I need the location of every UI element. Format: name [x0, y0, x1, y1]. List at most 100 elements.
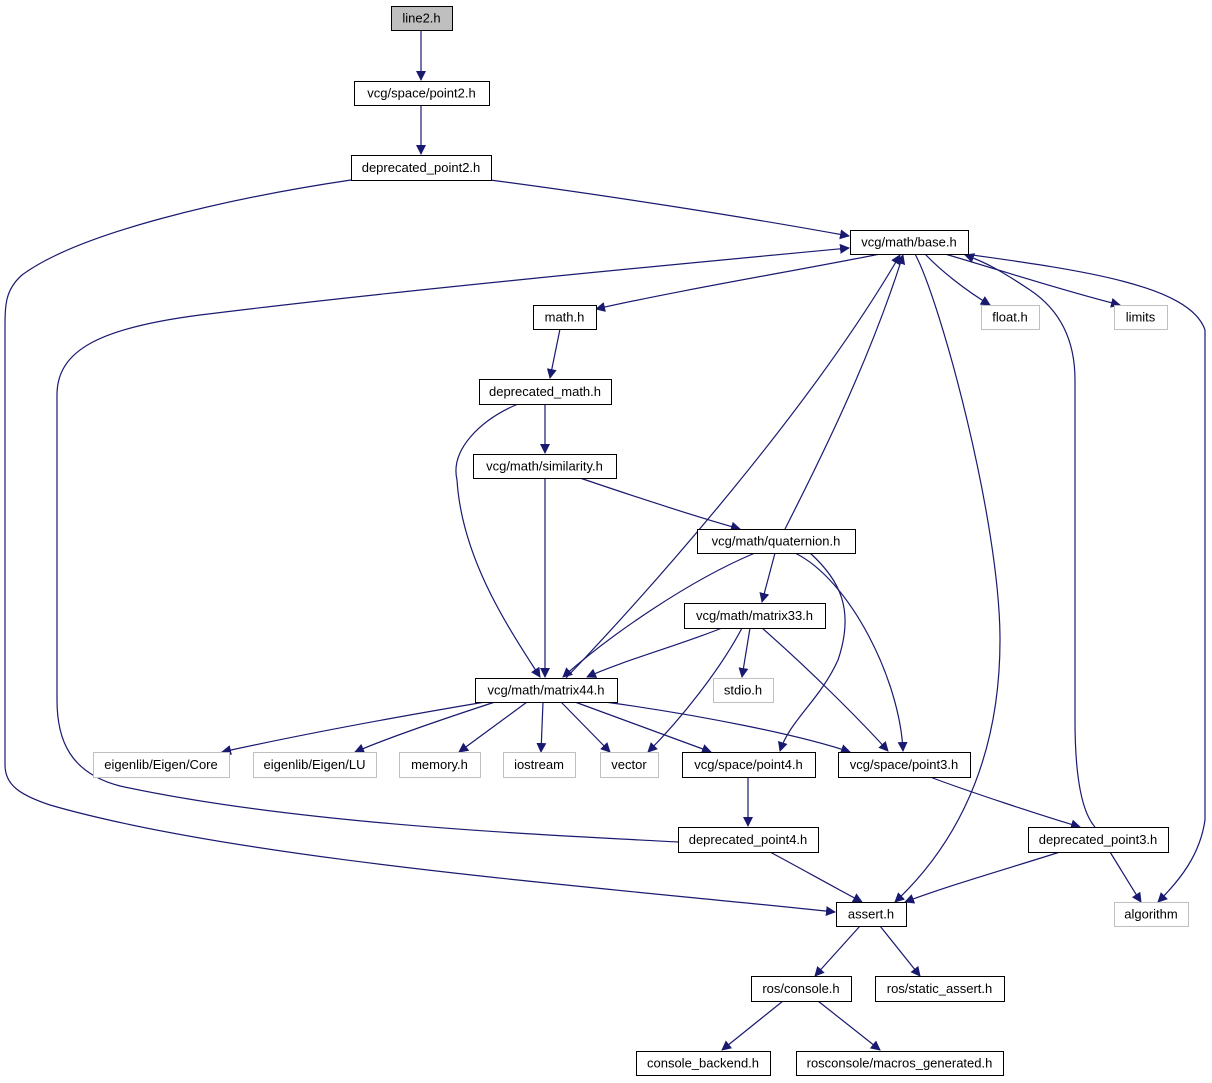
- edge-line: [814, 925, 861, 977]
- edge-line: [647, 627, 743, 753]
- edge-assert-to-static_assert: [879, 925, 921, 977]
- nodes-layer: line2.h vcg/space/point2.h deprecated_poin…: [93, 6, 1189, 1076]
- edge-matrix44-to-point4: [574, 701, 712, 754]
- node-similarity[interactable]: vcg/math/similarity.h: [473, 454, 617, 479]
- node-box: [1114, 305, 1168, 330]
- node-quaternion[interactable]: vcg/math/quaternion.h: [697, 529, 856, 554]
- edge-line: [4, 179, 836, 917]
- edge-line: [560, 701, 611, 753]
- node-box: [479, 379, 612, 405]
- node-label: line2.h: [402, 11, 440, 26]
- node-box: [684, 603, 826, 629]
- edge-quaternion-to-point4: [778, 552, 846, 752]
- node-dep-math[interactable]: deprecated_math.h: [479, 379, 612, 405]
- node-point4[interactable]: vcg/space/point4.h: [682, 752, 816, 778]
- edge-quaternion-to-matrix33: [759, 552, 776, 603]
- node-label: ros/console.h: [762, 981, 839, 996]
- node-box: [636, 1051, 771, 1076]
- node-box: [836, 902, 907, 927]
- edge-dep_point2-to-assert: [4, 179, 836, 917]
- node-dep-point4[interactable]: deprecated_point4.h: [678, 827, 819, 853]
- node-console[interactable]: ros/console.h: [751, 976, 852, 1002]
- node-line2[interactable]: line2.h: [391, 6, 453, 31]
- edge-similarity-to-quaternion: [579, 477, 741, 532]
- edge-line: [579, 477, 741, 532]
- node-label: deprecated_point3.h: [1039, 832, 1158, 847]
- edge-console-to-macros_generated: [817, 1000, 881, 1051]
- node-memory: memory.h: [399, 752, 481, 778]
- node-float: float.h: [981, 305, 1040, 330]
- node-label: deprecated_math.h: [489, 384, 601, 399]
- edge-base-to-limits: [944, 253, 1121, 308]
- node-assert[interactable]: assert.h: [836, 902, 907, 927]
- edge-dep_math-to-matrix44: [455, 403, 541, 678]
- node-console-backend[interactable]: console_backend.h: [636, 1051, 771, 1076]
- edge-dep_point4-to-assert: [769, 851, 863, 903]
- edge-quaternion-to-point3: [794, 552, 908, 752]
- node-point3[interactable]: vcg/space/point3.h: [838, 752, 971, 778]
- node-box: [391, 6, 453, 31]
- edge-line: [455, 403, 541, 678]
- edge-base-to-float: [924, 253, 991, 306]
- node-box: [1028, 827, 1169, 853]
- node-eigen-lu: eigenlib/Eigen/LU: [253, 752, 377, 778]
- node-label: deprecated_point2.h: [362, 160, 481, 175]
- node-vector: vector: [600, 752, 659, 778]
- edge-line: [964, 253, 1206, 903]
- node-point2[interactable]: vcg/space/point2.h: [354, 81, 490, 106]
- node-dep-point2[interactable]: deprecated_point2.h: [351, 155, 492, 181]
- node-label: memory.h: [411, 757, 468, 772]
- node-box: [713, 678, 774, 703]
- node-box: [351, 155, 492, 181]
- node-matrix33[interactable]: vcg/math/matrix33.h: [684, 603, 826, 629]
- edge-dep_point3-to-algorithm: [1109, 851, 1142, 903]
- node-label: float.h: [992, 310, 1027, 325]
- node-label: ros/static_assert.h: [887, 981, 993, 996]
- edge-line: [778, 552, 846, 752]
- node-eigen-core: eigenlib/Eigen/Core: [93, 752, 230, 778]
- node-box: [503, 752, 576, 778]
- node-box: [1114, 902, 1189, 927]
- node-box: [875, 976, 1005, 1002]
- node-label: algorithm: [1124, 907, 1177, 922]
- node-label: rosconsole/macros_generated.h: [807, 1056, 993, 1071]
- edge-line: [604, 701, 851, 754]
- edge-line: [595, 253, 881, 312]
- edge-math-to-dep_math: [546, 328, 561, 379]
- edge-line: [565, 254, 901, 679]
- node-label: vcg/math/similarity.h: [486, 459, 603, 474]
- edge-base-to-assert: [894, 253, 1001, 903]
- node-box: [253, 752, 377, 778]
- edge-quaternion-to-base: [784, 254, 906, 530]
- node-base[interactable]: vcg/math/base.h: [850, 230, 969, 255]
- edge-base-to-math: [595, 253, 881, 312]
- node-macros-generated[interactable]: rosconsole/macros_generated.h: [796, 1051, 1004, 1076]
- node-label: iostream: [514, 757, 564, 772]
- node-dep-point3[interactable]: deprecated_point3.h: [1028, 827, 1169, 853]
- node-stdio: stdio.h: [713, 678, 774, 703]
- edge-line: [458, 701, 528, 753]
- node-label: limits: [1126, 310, 1156, 325]
- edge-line: [944, 253, 1121, 308]
- node-math[interactable]: math.h: [533, 305, 597, 330]
- node-static-assert[interactable]: ros/static_assert.h: [875, 976, 1005, 1002]
- node-label: vcg/math/base.h: [861, 235, 956, 250]
- node-label: math.h: [545, 310, 585, 325]
- edge-line: [546, 328, 561, 379]
- edge-matrix44-to-vector: [560, 701, 611, 753]
- edge-line: [738, 627, 751, 678]
- node-matrix44[interactable]: vcg/math/matrix44.h: [475, 678, 618, 703]
- node-box: [682, 752, 816, 778]
- node-label: stdio.h: [724, 683, 762, 698]
- node-label: vcg/space/point2.h: [367, 86, 475, 101]
- node-box: [473, 454, 617, 479]
- edge-dep_point4-to-base: [56, 243, 850, 843]
- node-label: vcg/math/matrix44.h: [487, 683, 604, 698]
- edge-dep_point2-to-base: [489, 179, 850, 240]
- edge-line: [221, 701, 486, 755]
- node-label: eigenlib/Eigen/LU: [264, 757, 366, 772]
- edge-line: [929, 776, 1081, 830]
- node-box: [533, 305, 597, 330]
- node-box: [838, 752, 971, 778]
- edge-matrix33-to-matrix44: [586, 627, 723, 678]
